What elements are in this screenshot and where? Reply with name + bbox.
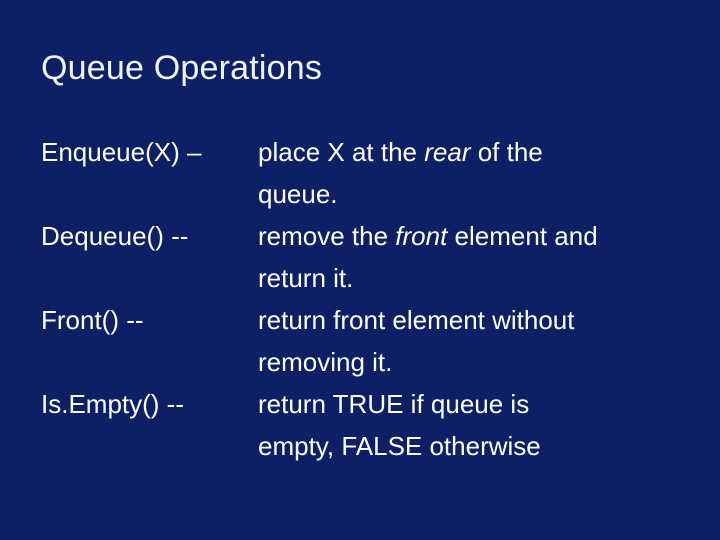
desc-text-before: remove the (258, 221, 396, 251)
desc-text-after: element and (447, 221, 598, 251)
operation-term: Front() -- (41, 305, 144, 335)
operation-description: remove the front element and return it. (258, 215, 701, 299)
desc-text-after: of the (470, 137, 543, 167)
desc-emphasis-word: rear (424, 137, 471, 167)
operation-description: place X at the rear of the queue. (258, 131, 701, 215)
operation-description-line: remove the front element and (258, 215, 701, 257)
operation-term: Is.Empty() -- (41, 389, 184, 419)
list-item: Is.Empty() -- return TRUE if queue is em… (41, 383, 701, 467)
operation-description-line: queue. (258, 179, 338, 209)
operation-description-line: return it. (258, 263, 354, 293)
desc-text-before: place X at the (258, 137, 425, 167)
operation-term: Enqueue(X) – (41, 137, 202, 167)
desc-text-before: return TRUE if queue is (258, 389, 530, 419)
list-item: Dequeue() -- remove the front element an… (41, 215, 701, 299)
list-item: Front() -- return front element without … (41, 299, 701, 383)
operation-description-line: removing it. (258, 347, 393, 377)
list-item: Enqueue(X) – place X at the rear of the … (41, 131, 701, 215)
operation-description-line: return TRUE if queue is (258, 383, 701, 425)
operation-description-line: return front element without (258, 299, 701, 341)
operation-description-line: place X at the rear of the (258, 131, 701, 173)
queue-operations-list: Enqueue(X) – place X at the rear of the … (41, 131, 701, 467)
operation-description: return front element without removing it… (258, 299, 701, 383)
operation-description: return TRUE if queue is empty, FALSE oth… (258, 383, 701, 467)
operation-term: Dequeue() -- (41, 221, 189, 251)
desc-emphasis-word: front (395, 221, 448, 251)
desc-text-before: return front element without (258, 305, 575, 335)
operation-description-line: empty, FALSE otherwise (258, 431, 541, 461)
page-title: Queue Operations (41, 49, 323, 87)
